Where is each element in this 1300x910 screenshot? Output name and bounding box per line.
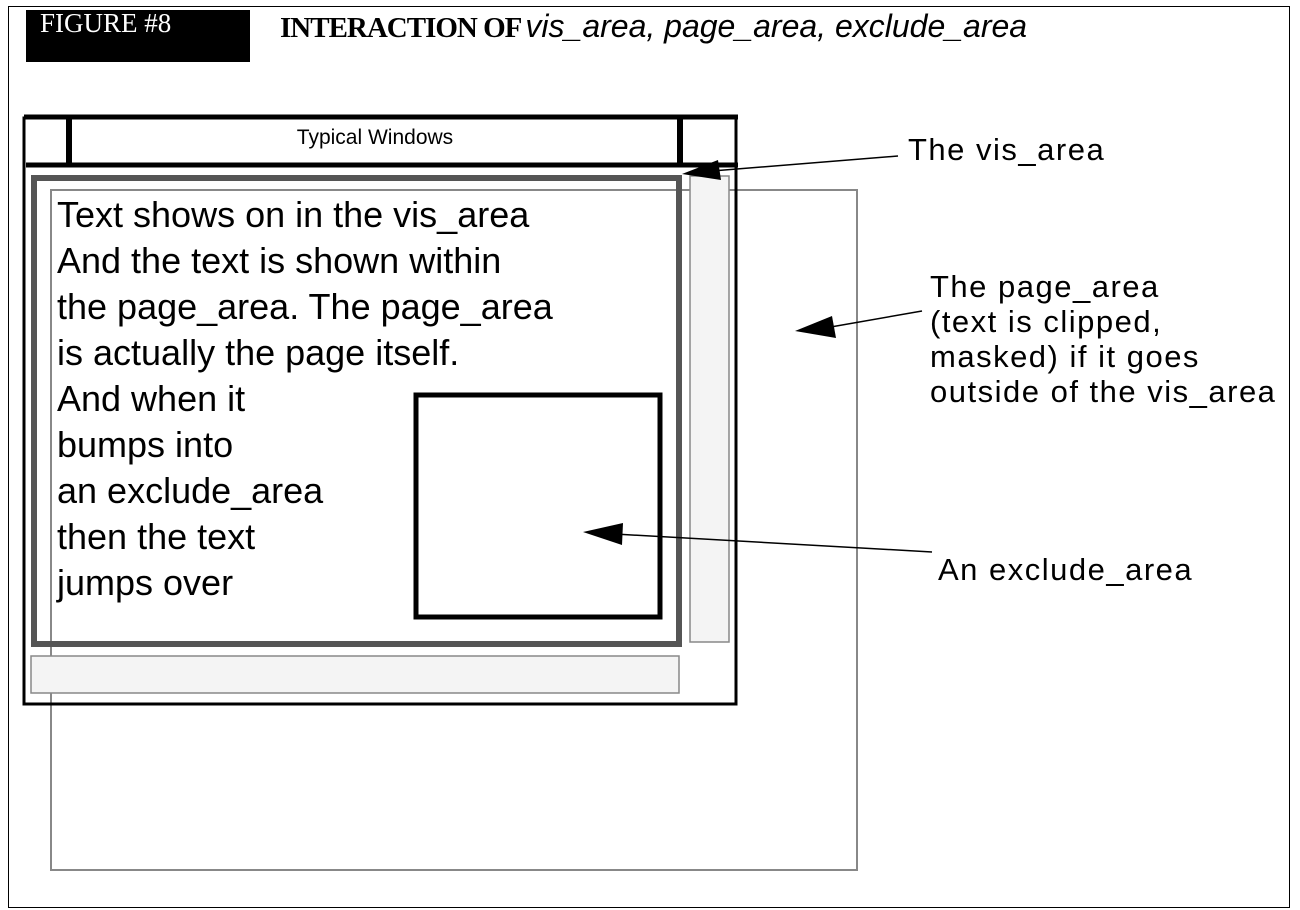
text-line: bumps into [57,424,234,465]
text-line: the page_area. The page_area [57,286,553,327]
title-prefix: INTERACTION OF [280,12,522,44]
exclude-area-label: An exclude_area [938,552,1194,587]
vis-area-arrowhead [682,160,721,180]
page-area-arrowhead [795,316,836,338]
vis-area-arrow-line [711,155,899,172]
page-area-label: The page_area (text is clipped, masked) … [930,269,1276,409]
page-area-arrow-line [824,310,923,329]
text-line: And the text is shown within [57,240,502,281]
page-area-label-line: outside of the vis_area [930,374,1277,409]
title-terms: vis_area, page_area, exclude_area [525,8,1028,44]
page-area-label-line: (text is clipped, [930,304,1163,339]
vertical-scrollbar[interactable] [689,175,730,643]
text-line: an exclude_area [57,470,324,511]
page-area-box [50,189,858,871]
figure-tag: FIGURE #8 [26,10,250,62]
figure-title: INTERACTION OF vis_area, page_area, excl… [280,8,1027,45]
page-area-label-line: masked) if it goes [930,339,1200,374]
text-line: jumps over [57,562,234,603]
text-line: then the text [57,516,256,557]
vis-area-box [31,175,682,647]
horizontal-scrollbar[interactable] [30,655,680,694]
exclude-area-arrow-line [614,533,933,553]
exclude-area-arrowhead [583,523,623,545]
vis-area-label: The vis_area [908,132,1106,167]
text-line: Text shows on in the vis_area [57,194,530,235]
window-body-text: Text shows on in the vis_area And the te… [57,192,553,606]
page-area-label-line: The page_area [930,269,1160,304]
text-line: And when it [57,378,246,419]
figure-frame [8,6,1290,908]
exclude-area-box [413,392,663,620]
text-line: is actually the page itself. [57,332,460,373]
window-title: Typical Windows [296,126,454,149]
